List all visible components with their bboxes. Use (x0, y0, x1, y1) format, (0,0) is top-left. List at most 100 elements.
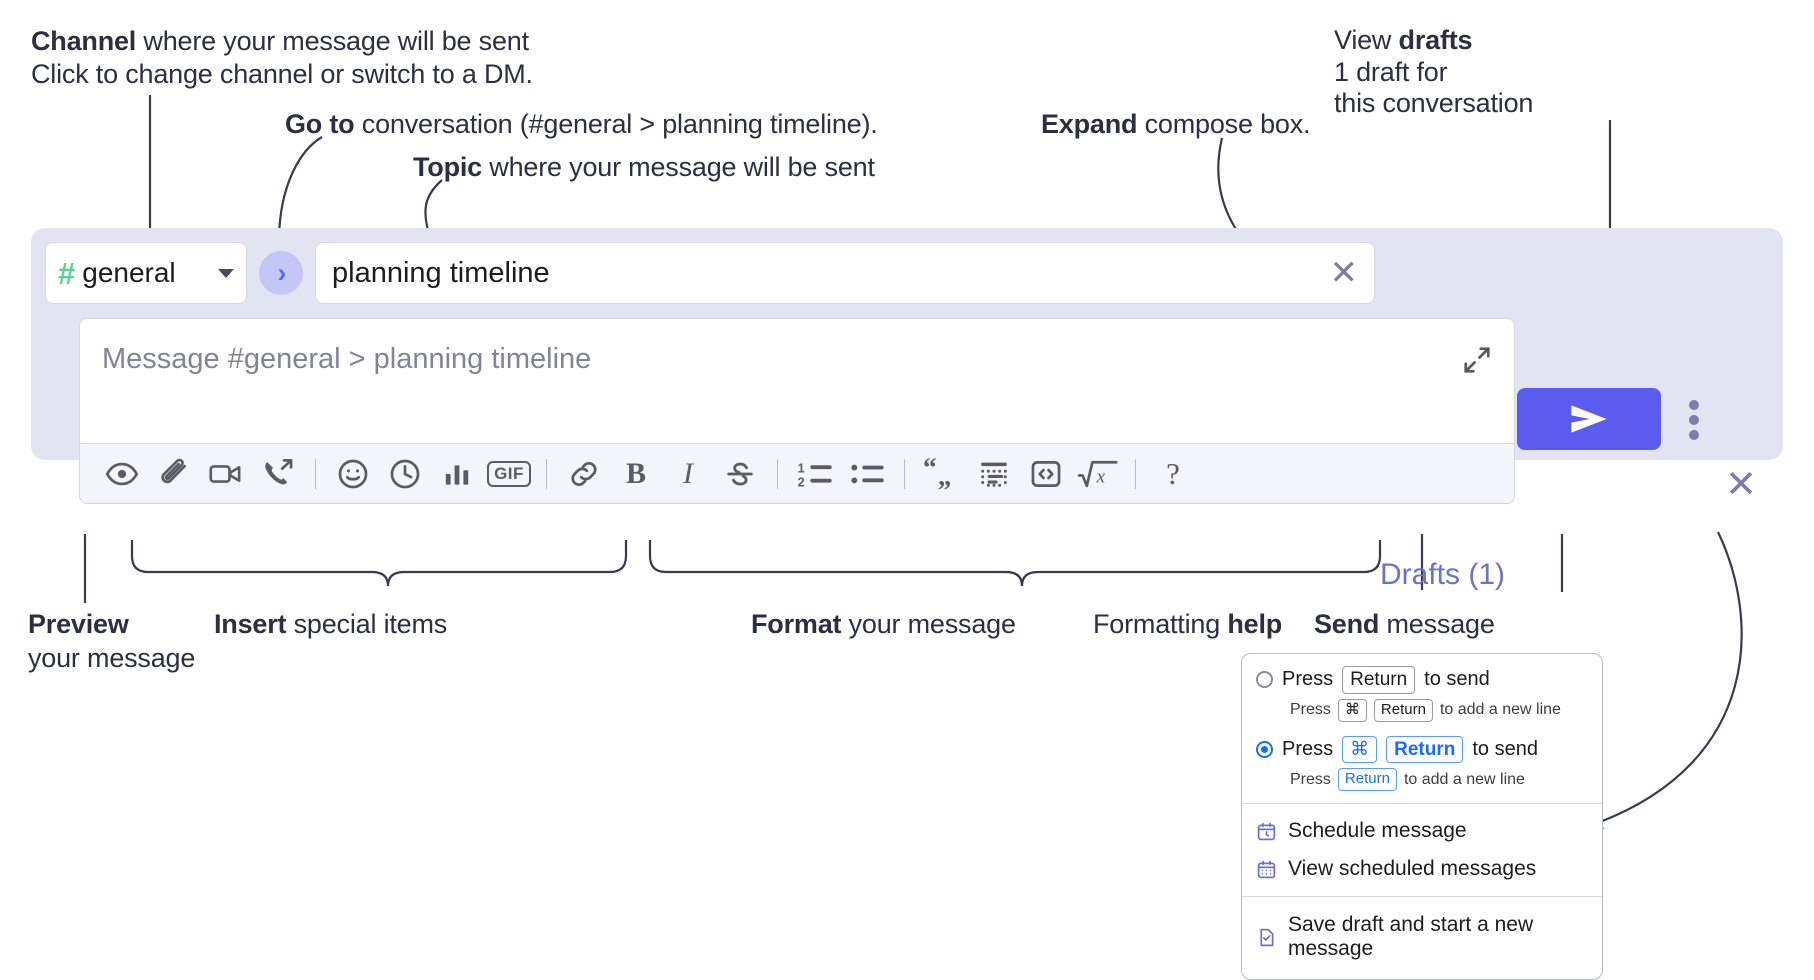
compose-header-row: # general › planning timeline ✕ (45, 242, 1375, 304)
attachment-icon[interactable] (148, 448, 200, 500)
svg-text:1: 1 (798, 461, 805, 475)
menu-divider-1 (1242, 803, 1602, 804)
annotation-format-rest: your message (841, 609, 1016, 639)
topic-value: planning timeline (332, 256, 550, 289)
annotation-goto-bold: Go to (285, 109, 355, 139)
annotation-insert-bold: Insert (214, 609, 287, 639)
formatting-toolbar: GIF B I (79, 444, 1515, 504)
annotation-drafts-sub2: this conversation (1334, 88, 1534, 118)
topic-input[interactable]: planning timeline ✕ (315, 242, 1375, 304)
clock-icon[interactable] (379, 448, 431, 500)
annotation-drafts-lead: View (1334, 25, 1399, 55)
hash-icon: # (58, 255, 76, 291)
annotation-channel-sub: Click to change channel or switch to a D… (31, 59, 533, 89)
send-paper-plane-icon (1571, 405, 1607, 433)
ordered-list-icon[interactable]: 1 2 (789, 448, 841, 500)
bold-icon[interactable]: B (610, 448, 662, 500)
video-icon[interactable] (200, 448, 252, 500)
italic-label: I (683, 456, 693, 490)
clear-topic-icon[interactable]: ✕ (1329, 254, 1359, 292)
annotation-topic-rest: where your message will be sent (482, 152, 875, 182)
divider-5 (1135, 458, 1136, 489)
svg-text:„: „ (938, 460, 952, 490)
send-button[interactable] (1517, 388, 1661, 450)
close-icon[interactable]: ✕ (1725, 464, 1757, 506)
screenshot-root: Channel where your message will be sent … (28, 25, 1783, 980)
send-mode-2-line: Press ⌘ Return to send (1256, 735, 1588, 764)
channel-name: general (82, 257, 176, 288)
key-command-2: ⌘ (1342, 735, 1378, 764)
send-mode-option-1[interactable]: Press Return to send Press ⌘ Return to a… (1242, 654, 1602, 732)
strikethrough-icon[interactable] (714, 448, 766, 500)
key-command: ⌘ (1337, 698, 1367, 722)
menu-item-schedule-message[interactable]: Schedule message (1242, 812, 1602, 850)
italic-icon[interactable]: I (662, 448, 714, 500)
key-return: Return (1342, 666, 1416, 694)
annotation-topic-bold: Topic (413, 152, 482, 182)
annotation-help-lead: Formatting (1093, 609, 1228, 639)
annotation-channel-rest: where your message will be sent (136, 26, 529, 56)
latex-icon[interactable]: x (1072, 448, 1124, 500)
radio-return-to-send[interactable] (1256, 671, 1273, 689)
send-mode-option-2[interactable]: Press ⌘ Return to send Press Return to a… (1242, 732, 1602, 804)
link-icon[interactable] (558, 448, 610, 500)
blockquote-icon[interactable]: “ „ (916, 448, 968, 500)
annotation-send: Send message (1314, 607, 1495, 642)
compose-options-menu: Press Return to send Press ⌘ Return to a… (1241, 653, 1603, 980)
annotation-goto: Go to conversation (#general > planning … (285, 107, 878, 142)
send-mode-2-press: Press (1282, 737, 1334, 760)
channel-selector[interactable]: # general (45, 242, 247, 304)
annotation-help: Formatting help (1093, 607, 1282, 642)
svg-text:x: x (1096, 466, 1106, 487)
annotation-send-bold: Send (1314, 609, 1380, 639)
send-mode-1-sub-action: to add a new line (1439, 701, 1561, 719)
annotation-drafts-sub1: 1 draft for (1334, 57, 1448, 87)
radio-cmd-return-to-send[interactable] (1256, 740, 1273, 758)
svg-text:2: 2 (798, 475, 805, 489)
send-mode-1-action: to send (1424, 668, 1490, 691)
send-mode-2-sub-action: to add a new line (1403, 770, 1525, 788)
annotation-insert: Insert special items (214, 607, 447, 642)
menu-item-save-draft-label: Save draft and start a new message (1288, 913, 1534, 960)
compose-options-button[interactable] (1689, 400, 1699, 440)
expand-icon[interactable] (1462, 345, 1492, 375)
inline-code-icon[interactable] (1020, 448, 1072, 500)
calendar-grid-icon (1257, 860, 1276, 878)
code-block-icon[interactable] (968, 448, 1020, 500)
menu-group-schedule: Schedule message View scheduled messages (1242, 804, 1602, 896)
kebab-dot-2 (1689, 415, 1699, 425)
kebab-dot-1 (1689, 400, 1699, 410)
compose-panel: # general › planning timeline ✕ Message … (31, 228, 1783, 591)
key-return-sub: Return (1373, 698, 1433, 722)
send-mode-1-line: Press Return to send (1256, 666, 1588, 694)
huddle-icon[interactable] (252, 448, 304, 500)
svg-text:“: “ (923, 457, 937, 483)
menu-item-save-draft[interactable]: Save draft and start a new message (1242, 906, 1602, 968)
help-label: ? (1166, 455, 1180, 491)
bulleted-list-icon[interactable] (841, 448, 893, 500)
divider-1 (315, 458, 316, 489)
gif-icon[interactable]: GIF (483, 448, 535, 500)
drafts-link[interactable]: Drafts (1) (1379, 558, 1505, 591)
annotation-format: Format your message (751, 607, 1016, 642)
preview-icon[interactable] (96, 448, 148, 500)
key-return-2: Return (1386, 735, 1464, 764)
send-mode-2-sub: Press Return to add a new line (1290, 768, 1588, 791)
annotation-preview-line2: your message (28, 643, 196, 673)
save-draft-icon (1260, 928, 1274, 946)
divider-4 (904, 458, 905, 489)
menu-item-view-scheduled[interactable]: View scheduled messages (1242, 850, 1602, 888)
divider-3 (777, 458, 778, 489)
emoji-icon[interactable] (327, 448, 379, 500)
bold-label: B (625, 456, 646, 490)
formatting-help-icon[interactable]: ? (1147, 448, 1199, 500)
annotation-expand-rest: compose box. (1137, 109, 1311, 139)
annotation-help-bold: help (1227, 609, 1283, 639)
annotation-preview: Preview (28, 607, 129, 642)
goto-conversation-button[interactable]: › (259, 251, 303, 295)
send-mode-1-sub-press: Press (1290, 701, 1331, 719)
poll-icon[interactable] (431, 448, 483, 500)
annotation-topic: Topic where your message will be sent (413, 150, 875, 185)
message-input[interactable]: Message #general > planning timeline (79, 318, 1515, 444)
annotation-preview-bold: Preview (28, 609, 129, 639)
